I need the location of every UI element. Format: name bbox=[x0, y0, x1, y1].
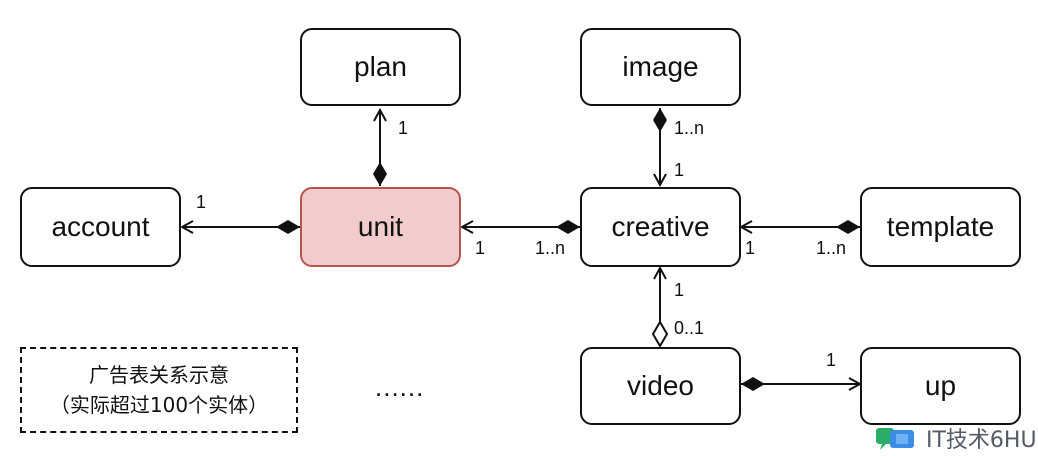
aggregation-diamond-video-creative bbox=[651, 320, 669, 348]
entity-unit: unit bbox=[300, 187, 461, 267]
composition-diamond-template-creative bbox=[836, 220, 860, 234]
chat-bubble-logo-icon bbox=[876, 428, 914, 450]
multiplicity-template-creative-target: 1 bbox=[745, 238, 756, 258]
entity-plan: plan bbox=[300, 28, 461, 106]
entity-image: image bbox=[580, 28, 741, 106]
multiplicity-template-creative-source: 1..n bbox=[816, 238, 847, 258]
note-line-1: 广告表关系示意 bbox=[89, 363, 229, 387]
composition-diamond-unit-account bbox=[276, 220, 300, 234]
composition-diamond-unit-plan bbox=[373, 162, 387, 186]
entity-template: template bbox=[860, 187, 1021, 267]
multiplicity-unit-account: 1 bbox=[196, 192, 207, 212]
multiplicity-unit-plan: 1 bbox=[398, 118, 409, 138]
legend-note: 广告表关系示意 （实际超过100个实体） bbox=[20, 347, 298, 433]
entity-up: up bbox=[860, 347, 1021, 425]
multiplicity-creative-image-source: 1..n bbox=[674, 118, 705, 138]
multiplicity-video-up: 1 bbox=[826, 350, 837, 370]
watermark-text: IT技术6HU bbox=[926, 428, 1037, 453]
entity-account: account bbox=[20, 187, 181, 267]
more-entities-ellipsis: ...... bbox=[375, 372, 425, 402]
multiplicity-creative-unit-target: 1 bbox=[475, 238, 486, 258]
watermark: IT技术6HU bbox=[874, 422, 1037, 454]
composition-diamond-video-up bbox=[741, 377, 765, 391]
composition-diamond-image-creative bbox=[653, 108, 667, 132]
multiplicity-creative-unit-source: 1..n bbox=[535, 238, 566, 258]
multiplicity-creative-image-target: 1 bbox=[674, 160, 685, 180]
multiplicity-video-creative-source: 0..1 bbox=[674, 318, 705, 338]
entity-creative: creative bbox=[580, 187, 741, 267]
multiplicity-video-creative-target: 1 bbox=[674, 280, 685, 300]
entity-video: video bbox=[580, 347, 741, 425]
composition-diamond-creative-unit bbox=[556, 220, 580, 234]
note-line-2: （实际超过100个实体） bbox=[49, 393, 269, 417]
